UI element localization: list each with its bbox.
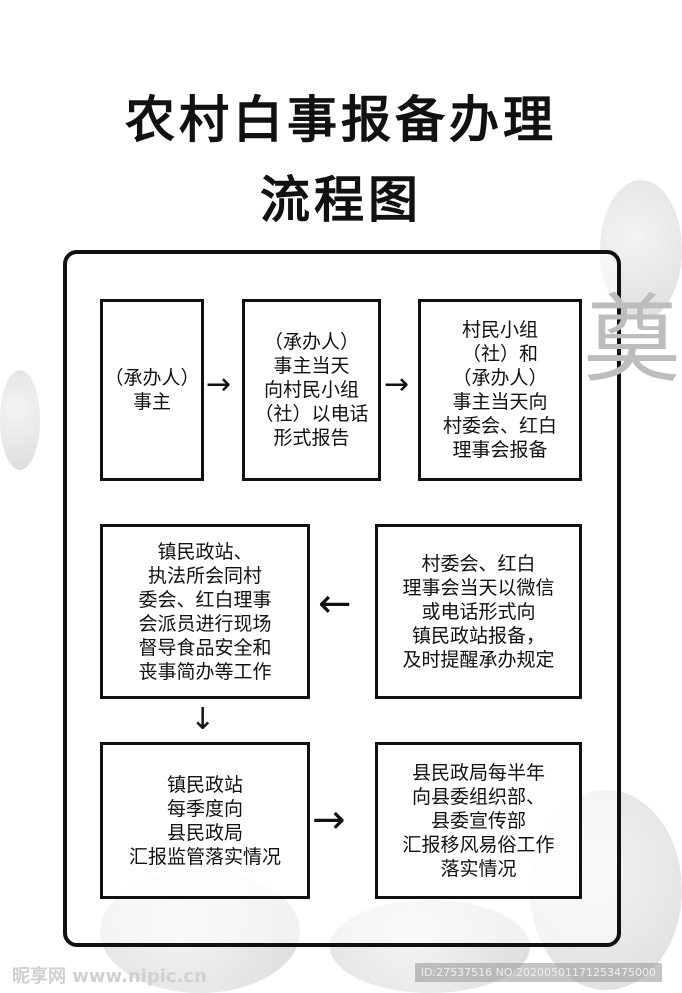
background-character: 奠 bbox=[584, 284, 680, 396]
step-1-box: （承办人） 事主 bbox=[100, 299, 204, 481]
page-title-line1: 农村白事报备办理 bbox=[125, 90, 557, 149]
watermark-logo: 昵享网 www.nipic.cn bbox=[12, 966, 207, 987]
watermark-id: ID:27537516 NO:20200501171253475000 bbox=[414, 963, 662, 982]
arrow-right-icon: → bbox=[206, 367, 232, 402]
step-2-box: （承办人） 事主当天 向村民小组 （社）以电话 形式报告 bbox=[242, 299, 381, 481]
arrow-right-icon: → bbox=[312, 797, 346, 843]
step-7-box: 县民政局每半年 向县委组织部、 县委宣传部 汇报移风易俗工作 落实情况 bbox=[375, 742, 582, 899]
step-6-box: 镇民政站 每季度向 县民政局 汇报监管落实情况 bbox=[100, 742, 310, 899]
step-4-box: 村委会、红白 理事会当天以微信 或电话形式向 镇民政站报备， 及时提醒承办规定 bbox=[375, 524, 582, 699]
step-5-box: 镇民政站、 执法所会同村 委会、红白理事 会派员进行现场 督导食品安全和 丧事简… bbox=[100, 524, 310, 699]
arrow-right-icon: → bbox=[384, 367, 410, 402]
page-title-line2: 流程图 bbox=[260, 170, 422, 229]
arrow-down-icon: ↓ bbox=[190, 702, 216, 737]
step-3-box: 村民小组 （社）和 （承办人） 事主当天向 村委会、红白 理事会报备 bbox=[418, 299, 582, 481]
decorative-circle bbox=[0, 370, 40, 470]
arrow-left-icon: ← bbox=[318, 581, 352, 627]
